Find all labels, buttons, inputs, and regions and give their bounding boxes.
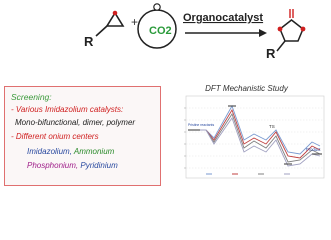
reaction-arrow: [185, 29, 267, 37]
product-r-label: R: [266, 46, 276, 61]
catalyst-label: Organocatalyst: [183, 12, 263, 24]
energy-series-line: [188, 108, 321, 159]
pristine-reactants-label: Pristine reactants: [188, 123, 214, 127]
onium-row-1: Imidazolium, Ammonium: [27, 147, 114, 156]
screening-line-onium: - Different onium centers: [11, 132, 99, 141]
onium-ammonium: Ammonium: [73, 147, 115, 156]
co2-bubble: [137, 3, 177, 49]
cyclic-carbonate-structure: [276, 9, 306, 52]
epoxide-r-label: R: [84, 34, 94, 49]
energy-series-line: [188, 104, 321, 155]
screening-line-architectures: Mono-bifunctional, dimer, polymer: [15, 118, 136, 127]
screening-box: Screening: - Various Imidazolium catalys…: [4, 86, 161, 186]
epoxide-structure: [95, 10, 125, 37]
onium-pyridinium: Pyridinium: [80, 161, 118, 170]
dft-title: DFT Mechanistic Study: [205, 84, 288, 93]
screening-heading: Screening:: [11, 92, 52, 102]
onium-phosphonium: Phosphonium: [27, 161, 76, 170]
product-label: Product: [306, 147, 321, 152]
ts-label: TS: [269, 124, 275, 129]
plus-sign: +: [131, 15, 138, 29]
screening-line-imidazolium: - Various Imidazolium catalysts:: [11, 105, 124, 114]
onium-imidazolium: Imidazolium: [27, 147, 70, 156]
energy-series-line: [188, 112, 321, 163]
onium-separator: ,: [75, 161, 79, 170]
energy-profile-plot: Pristine reactants TS Product: [184, 95, 325, 179]
dft-panel: DFT Mechanistic Study: [166, 82, 327, 186]
onium-row-2: Phosphonium, Pyridinium: [27, 161, 118, 170]
onium-separator: ,: [69, 147, 72, 156]
reaction-scheme: R + CO2 Organocatalyst R: [84, 3, 306, 61]
co2-label: CO2: [149, 25, 172, 37]
energy-series-line: [188, 117, 321, 167]
